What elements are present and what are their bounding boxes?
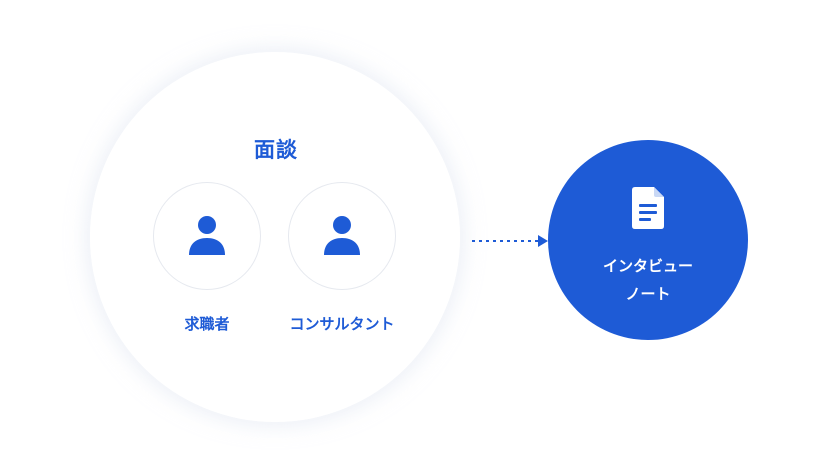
meeting-circle — [90, 52, 460, 422]
interview-note-node — [548, 140, 748, 340]
person-icon — [189, 216, 225, 255]
interview-note-label-line2: ノート — [625, 285, 671, 303]
meeting-title: 面談 — [254, 138, 298, 162]
consultant-label: コンサルタント — [289, 315, 395, 333]
job-seeker-node — [153, 182, 261, 290]
person-icon — [324, 216, 360, 255]
consultant-node — [288, 182, 396, 290]
interview-note-label: インタビュー ノート — [548, 252, 748, 308]
document-icon — [632, 187, 664, 229]
job-seeker-label: 求職者 — [184, 315, 230, 333]
dotted-arrow-right-icon — [472, 235, 548, 247]
interview-note-label-line1: インタビュー — [602, 257, 693, 275]
